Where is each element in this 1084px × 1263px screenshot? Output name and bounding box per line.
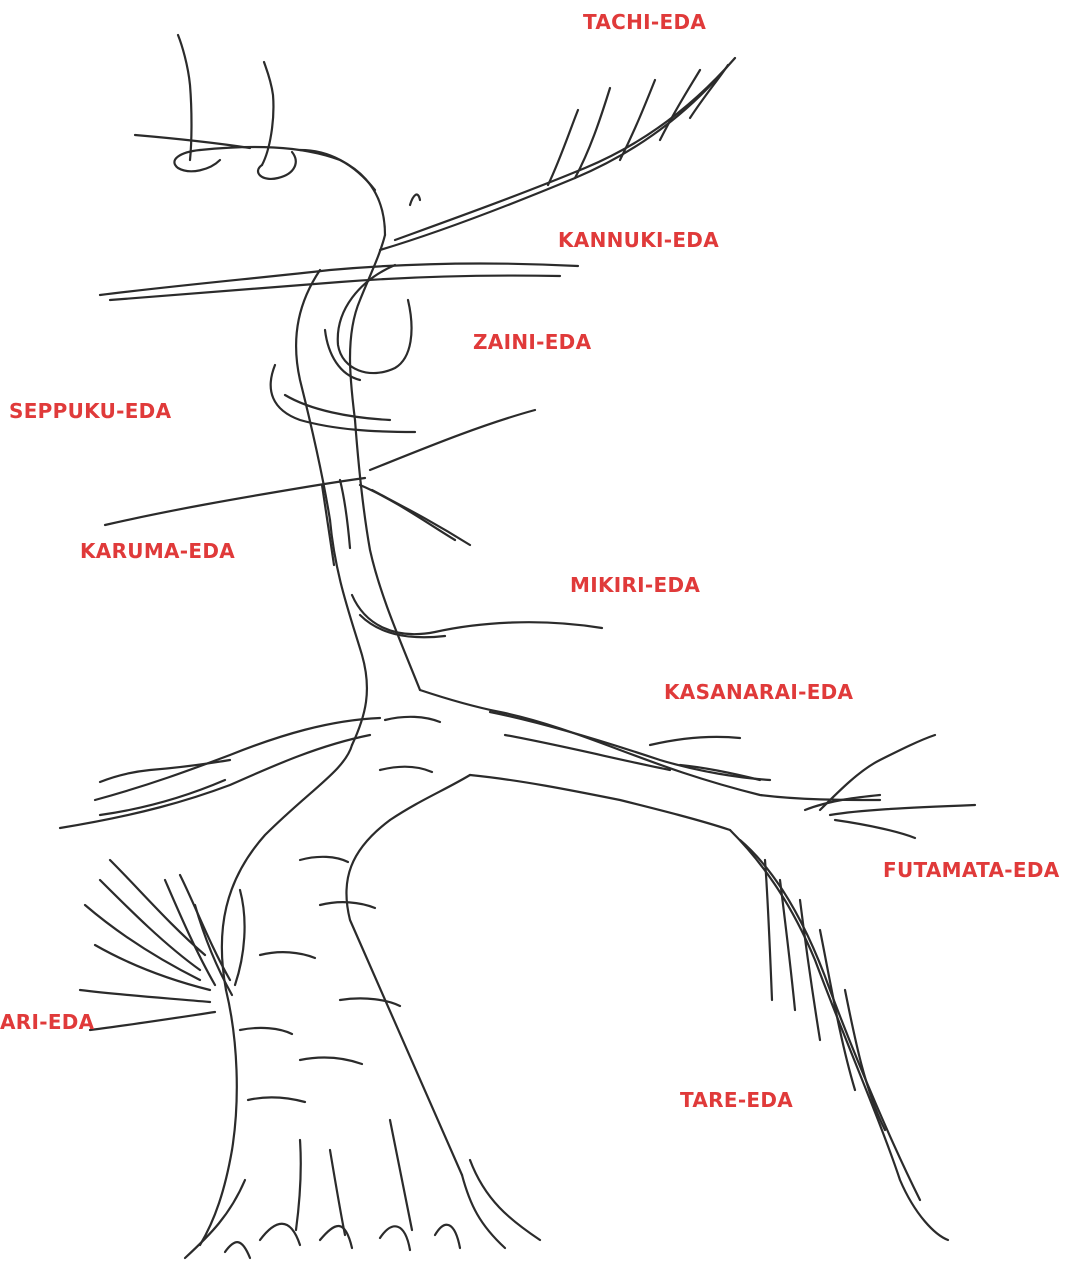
label-kannuki-eda: KANNUKI-EDA	[558, 228, 719, 252]
label-zaini-eda: ZAINI-EDA	[473, 330, 591, 354]
label-kasanarai-eda: KASANARAI-EDA	[664, 680, 853, 704]
label-tare-eda: TARE-EDA	[680, 1088, 793, 1112]
label-karuma-eda: KARUMA-EDA	[80, 539, 235, 563]
label-ari-eda: ARI-EDA	[0, 1010, 94, 1034]
apex-and-tachi-branch	[135, 35, 735, 250]
label-tachi-eda: TACHI-EDA	[583, 10, 706, 34]
label-futamata-eda: FUTAMATA-EDA	[883, 858, 1060, 882]
ari-branch-cluster	[80, 860, 245, 1030]
tree-base	[185, 990, 540, 1258]
label-seppuku-eda: SEPPUKU-EDA	[9, 399, 171, 423]
label-mikiri-eda: MIKIRI-EDA	[570, 573, 700, 597]
right-long-branch	[420, 690, 975, 1240]
trunk	[222, 235, 470, 1235]
seppuku-branch	[271, 365, 415, 432]
kannuki-branch	[100, 263, 578, 300]
